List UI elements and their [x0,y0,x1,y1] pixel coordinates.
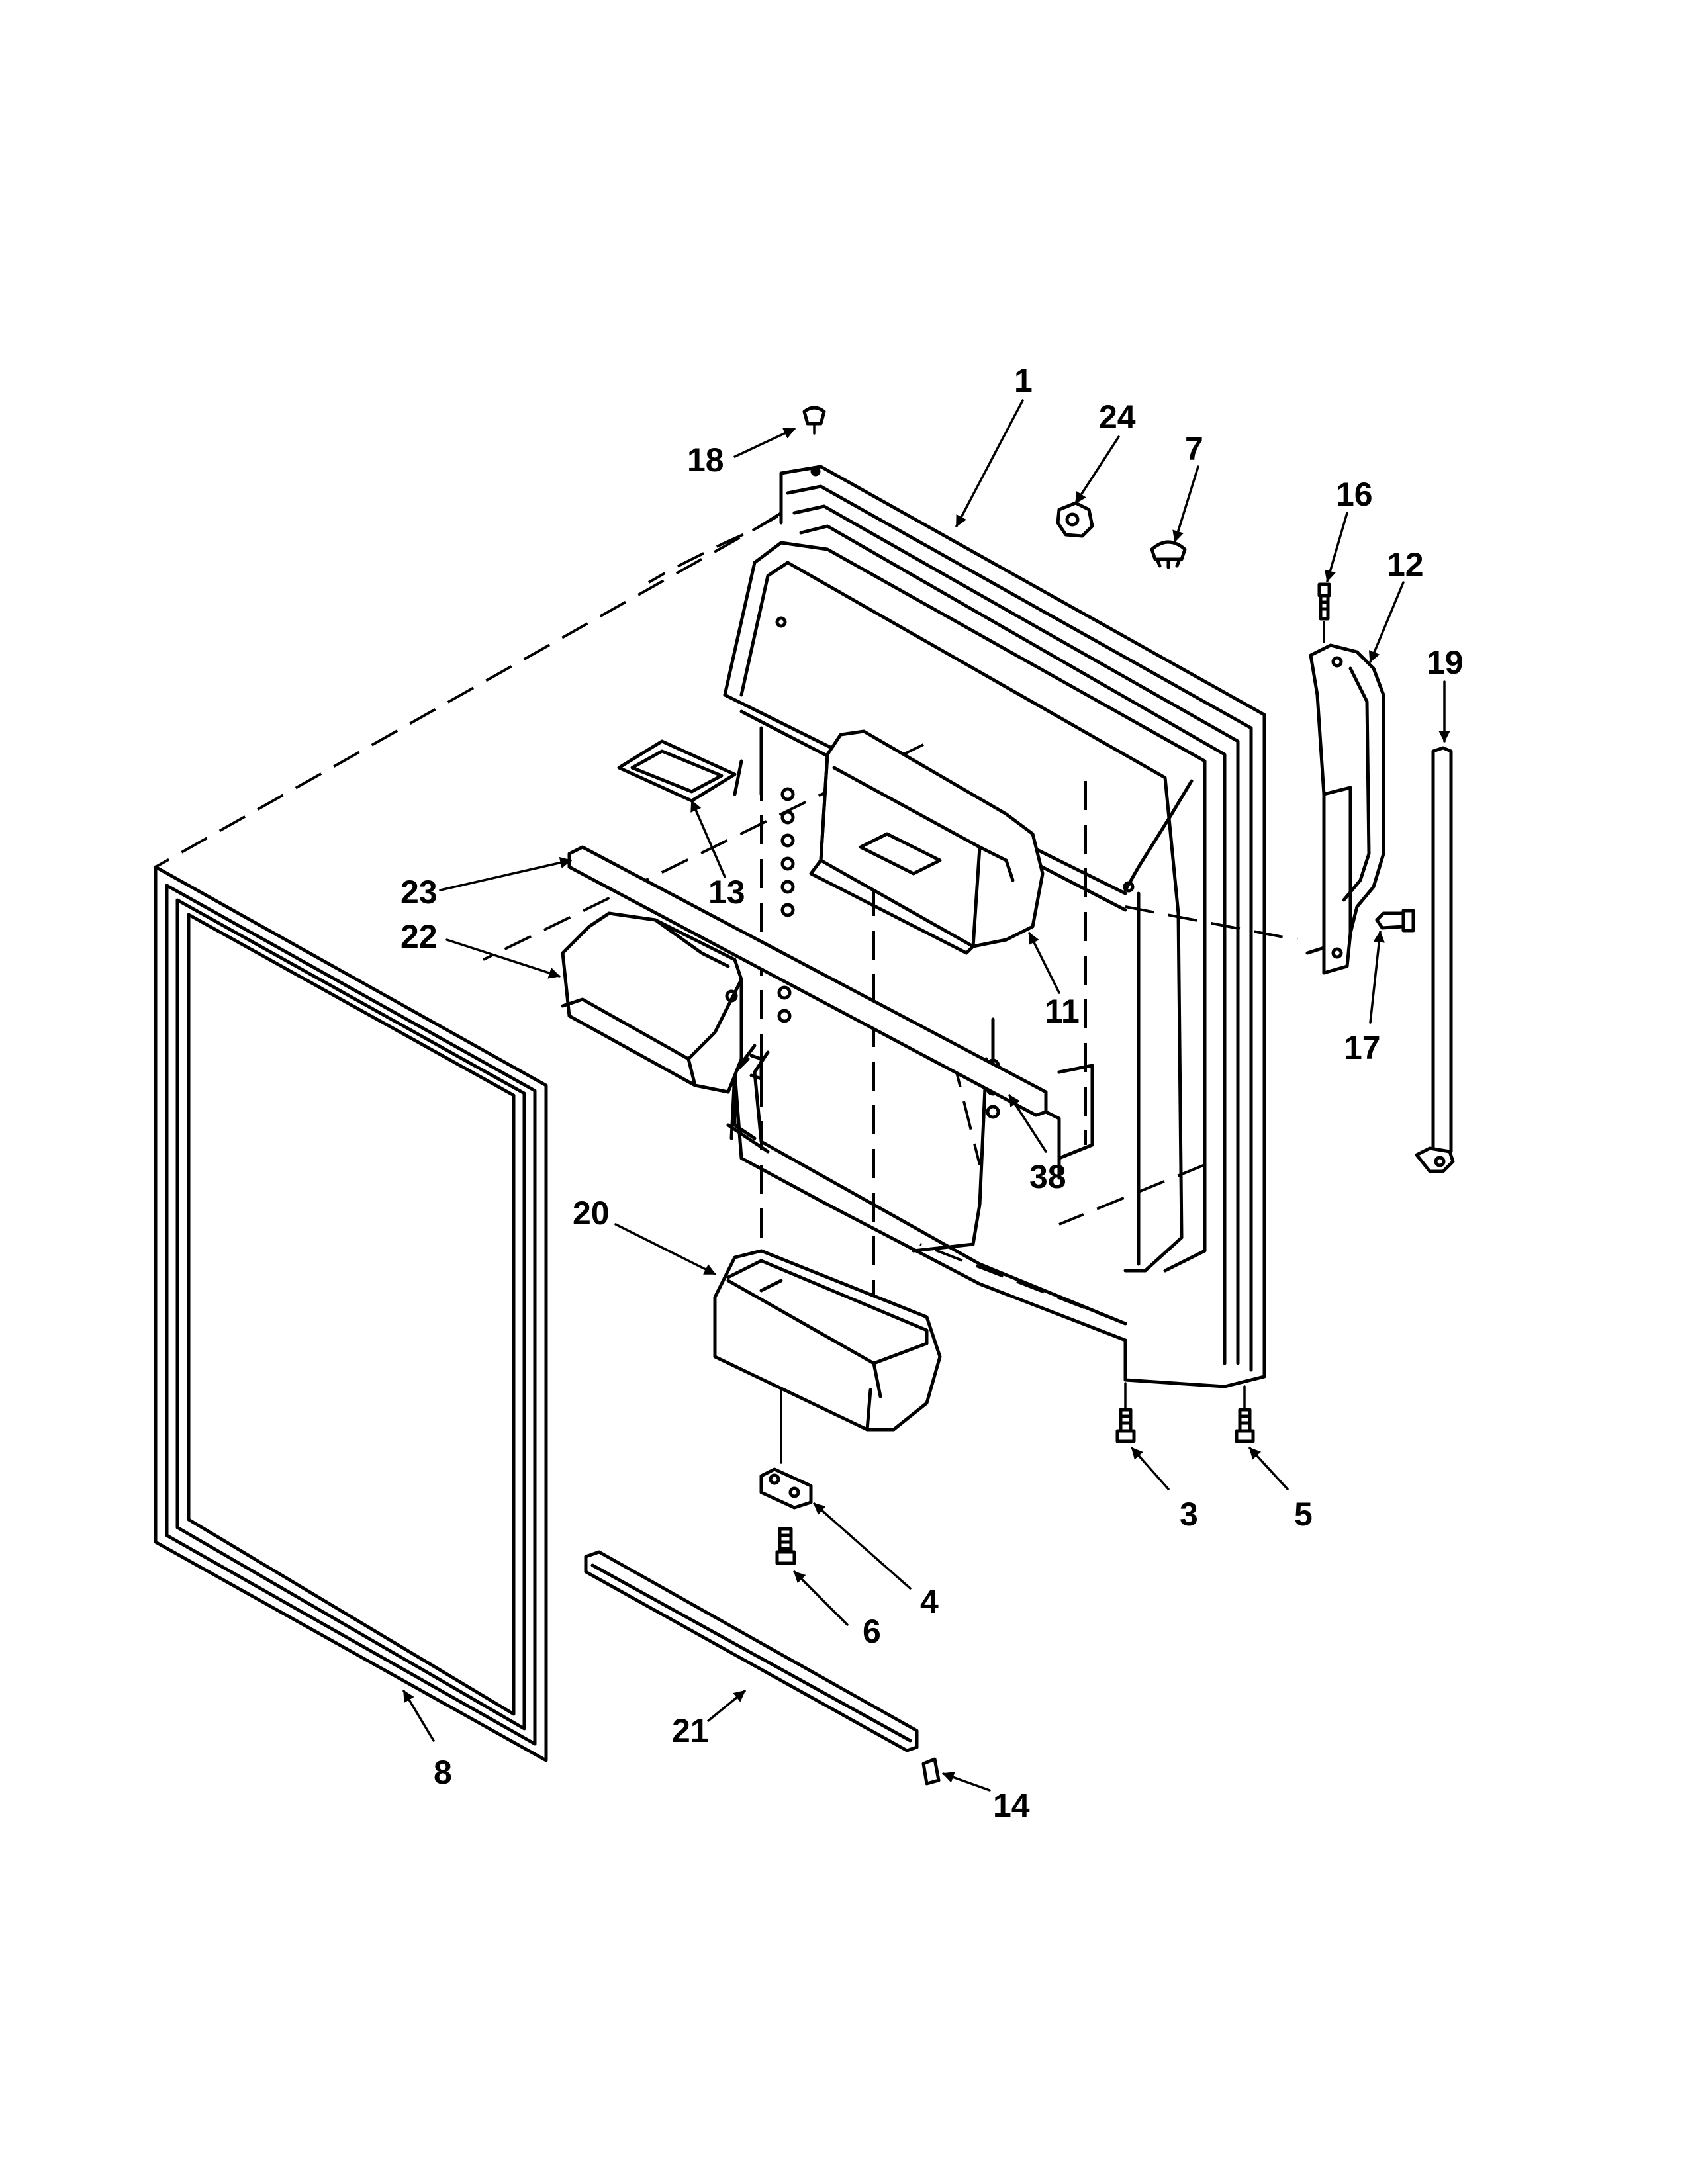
label-24: 24 [1099,398,1136,435]
utility-compartment [561,911,743,1094]
door-bin [713,1249,942,1432]
label-11: 11 [1045,993,1080,1030]
leader-arrows [402,399,1450,1792]
label-6: 6 [863,1613,881,1650]
end-cap [921,1757,941,1786]
part-labels: 1 24 7 18 16 12 19 13 23 22 11 17 38 20 … [400,362,1464,1824]
label-3: 3 [1180,1496,1198,1533]
cam-part [1056,501,1094,538]
label-23: 23 [400,874,438,911]
label-18: 18 [687,441,724,478]
door-liner [723,541,1227,1388]
label-22: 22 [400,918,438,955]
label-5: 5 [1294,1496,1313,1533]
label-1: 1 [1014,362,1033,399]
label-17: 17 [1344,1029,1381,1066]
door-gasket [154,865,548,1762]
door-outer-panel [779,465,1266,1388]
label-16: 16 [1336,476,1373,513]
label-8: 8 [434,1754,452,1791]
label-20: 20 [573,1195,610,1232]
screw-3 [1115,1382,1136,1443]
screw-5 [1235,1385,1255,1443]
shelf-insert [617,739,737,803]
handle-rail [1415,746,1455,1173]
bottom-trim [584,1550,919,1752]
handle-screw-side [1375,909,1415,933]
top-plug [802,406,826,477]
label-12: 12 [1387,546,1424,583]
label-4: 4 [920,1583,939,1620]
label-38: 38 [1029,1158,1066,1195]
label-13: 13 [708,874,745,911]
bottom-hinge [759,1388,813,1565]
dairy-compartment [809,729,1045,955]
handle-screw-top [1317,582,1331,643]
label-21: 21 [672,1712,709,1749]
door-handle [1305,643,1385,975]
cabinet-outline [155,512,1298,1337]
label-19: 19 [1427,644,1464,681]
label-14: 14 [993,1787,1030,1824]
label-7: 7 [1185,430,1203,467]
hole-plug [1150,540,1187,569]
